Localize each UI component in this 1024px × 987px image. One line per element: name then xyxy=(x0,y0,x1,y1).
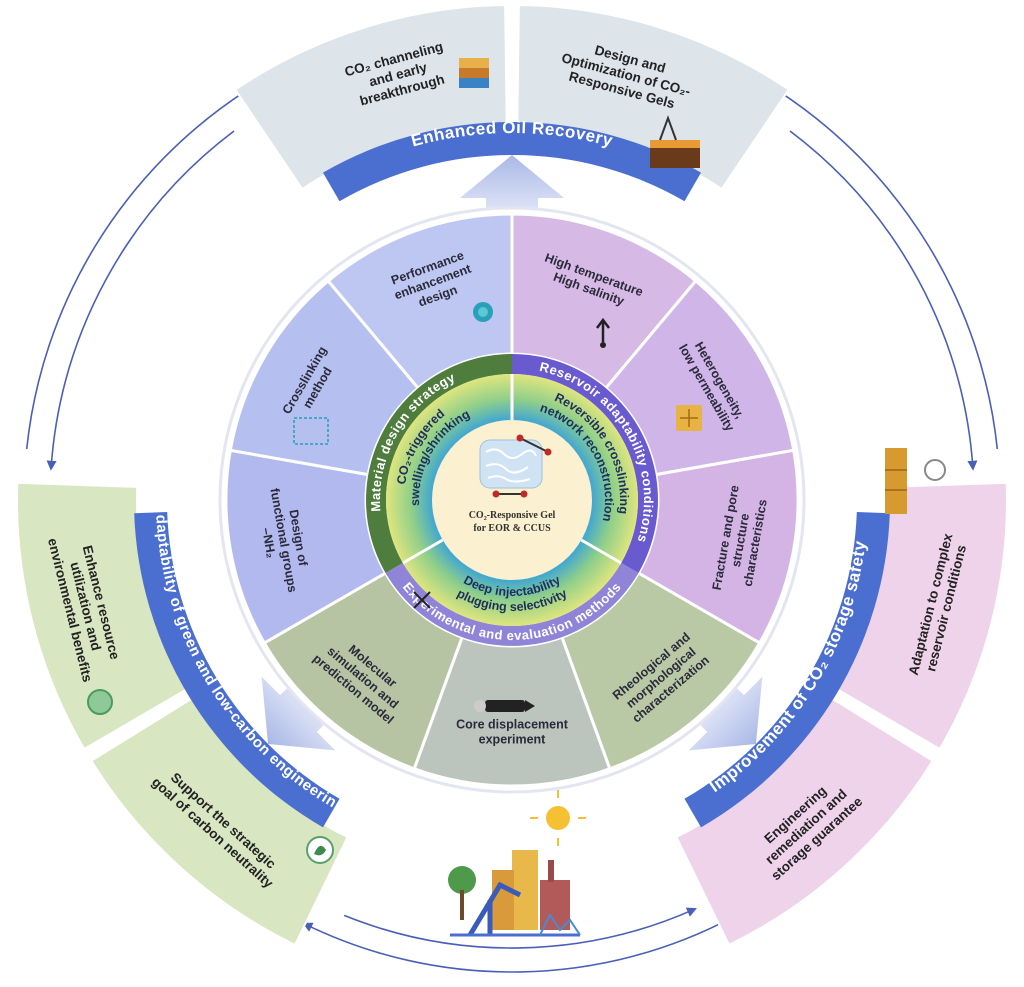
rock-core-icon xyxy=(676,405,702,431)
sector-high-temperature-salinity: High temperatureHigh salinity xyxy=(510,212,698,391)
category-experimental-evaluation xyxy=(385,563,639,646)
storage-tower-icon xyxy=(885,448,946,514)
theme-divider xyxy=(402,538,444,565)
gel-icon xyxy=(479,434,552,498)
theme-divider xyxy=(580,538,622,565)
center-circle xyxy=(432,420,592,580)
category-reservoir-adaptability xyxy=(512,354,658,573)
core-holder-icon xyxy=(474,700,535,712)
band-co2-storage-safety xyxy=(684,512,890,828)
arrow-top-to-left xyxy=(46,130,235,471)
network-icon xyxy=(293,417,329,445)
sector-performance-enhancement: Performanceenhancementdesign xyxy=(326,212,514,391)
arrow-right-to-top xyxy=(775,89,999,450)
arrow-bottom-to-left xyxy=(302,916,734,973)
nanoparticle-icon xyxy=(473,302,493,322)
leaf-icon xyxy=(306,836,334,864)
theme-dividers xyxy=(402,374,622,565)
industry-landscape-icon xyxy=(448,790,586,937)
sector-rheological-morphological: Rheological andmorphologicalcharacteriza… xyxy=(559,570,762,771)
molecule-icon xyxy=(413,591,431,609)
band-green-low-carbon xyxy=(134,512,340,828)
arrow-left-to-right-bottom xyxy=(343,907,697,949)
center-title: CO₂-Responsive Gel xyxy=(469,510,556,521)
panel-enhanced-oil-recovery: Enhanced Oil Recovery CO₂ channelingand … xyxy=(233,3,791,202)
sector-molecular-simulation: Molecularsimulation andprediction model xyxy=(262,570,465,771)
category-material-design xyxy=(366,354,512,573)
arrow-left-to-top xyxy=(25,89,249,450)
center-subtitle: for EOR & CCUS xyxy=(473,523,551,534)
recycle-icon xyxy=(87,689,113,715)
oil-rig-icon xyxy=(650,115,700,168)
thermometer-icon xyxy=(596,317,610,348)
band-enhanced-oil-recovery xyxy=(323,121,701,202)
reservoir-layers-icon xyxy=(459,58,489,88)
arrow-top-to-right xyxy=(789,130,978,471)
connector-arrows xyxy=(25,89,999,973)
